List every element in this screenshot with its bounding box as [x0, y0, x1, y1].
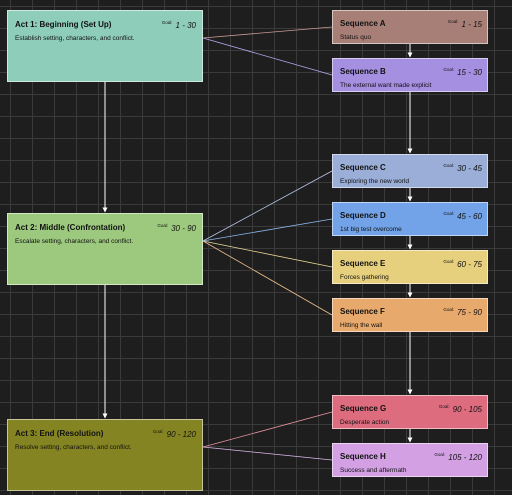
sequence-d-node[interactable]: Sequence D Goal:45 - 60 1st big test ove…	[332, 202, 488, 236]
goal-label: Goal:	[434, 452, 446, 457]
link-act2-seqC	[202, 170, 333, 242]
node-title: Sequence C	[340, 163, 386, 172]
link-act3-seqH	[202, 446, 333, 461]
node-title: Sequence G	[340, 404, 387, 413]
link-act2-seqE	[202, 240, 333, 268]
node-goal: Goal:75 - 90	[443, 307, 482, 317]
node-description: The external want made explicit	[340, 82, 432, 89]
goal-range: 105 - 120	[448, 453, 482, 462]
node-description: Establish setting, characters, and confl…	[15, 35, 135, 42]
node-description: Status quo	[340, 34, 372, 41]
node-title: Sequence B	[340, 67, 386, 76]
goal-range: 60 - 75	[457, 260, 482, 269]
sequence-g-node[interactable]: Sequence G Goal:90 - 105 Desperate actio…	[332, 395, 488, 429]
node-title: Act 3: End (Resolution)	[15, 429, 104, 438]
node-goal: Goal:90 - 120	[153, 429, 196, 439]
node-goal: Goal:15 - 30	[443, 67, 482, 77]
node-description: Success and aftermath	[340, 467, 407, 474]
node-goal: Goal:90 - 105	[439, 404, 482, 414]
act-1-node[interactable]: Act 1: Beginning (Set Up) Goal:1 - 30 Es…	[7, 10, 203, 82]
sequence-f-node[interactable]: Sequence F Goal:75 - 90 Hitting the wall	[332, 298, 488, 332]
link-act2-seqF	[202, 240, 333, 316]
act-2-node[interactable]: Act 2: Middle (Confrontation) Goal:30 - …	[7, 213, 203, 285]
goal-range: 45 - 60	[457, 212, 482, 221]
node-goal: Goal:45 - 60	[443, 211, 482, 221]
sequence-b-node[interactable]: Sequence B Goal:15 - 30 The external wan…	[332, 58, 488, 92]
node-title: Act 2: Middle (Confrontation)	[15, 223, 126, 232]
node-description: Forces gathering	[340, 274, 389, 281]
goal-label: Goal:	[443, 259, 455, 264]
node-title: Sequence D	[340, 211, 386, 220]
node-goal: Goal:30 - 90	[157, 223, 196, 233]
sequence-c-node[interactable]: Sequence C Goal:30 - 45 Exploring the ne…	[332, 154, 488, 188]
node-goal: Goal:1 - 15	[448, 19, 482, 29]
goal-range: 90 - 120	[166, 430, 196, 439]
node-title: Sequence A	[340, 19, 386, 28]
link-act1-seqA	[202, 26, 333, 39]
goal-label: Goal:	[443, 163, 455, 168]
node-description: Desperate action	[340, 419, 390, 426]
goal-label: Goal:	[443, 67, 455, 72]
node-description: Hitting the wall	[340, 322, 383, 329]
node-description: Exploring the new world	[340, 178, 410, 185]
node-goal: Goal:60 - 75	[443, 259, 482, 269]
goal-range: 1 - 15	[461, 20, 482, 29]
node-goal: Goal:105 - 120	[434, 452, 482, 462]
goal-label: Goal:	[157, 223, 169, 228]
node-description: Escalate setting, characters, and confli…	[15, 238, 134, 245]
sequence-a-node[interactable]: Sequence A Goal:1 - 15 Status quo	[332, 10, 488, 44]
goal-label: Goal:	[438, 404, 450, 409]
goal-range: 75 - 90	[457, 308, 482, 317]
node-description: Resolve setting, characters, and conflic…	[15, 444, 132, 451]
sequence-e-node[interactable]: Sequence E Goal:60 - 75 Forces gathering	[332, 250, 488, 284]
node-title: Sequence H	[340, 452, 386, 461]
node-title: Sequence E	[340, 259, 386, 268]
link-act2-seqD	[202, 218, 333, 242]
node-title: Sequence F	[340, 307, 385, 316]
sequence-h-node[interactable]: Sequence H Goal:105 - 120 Success and af…	[332, 443, 488, 477]
goal-label: Goal:	[447, 19, 459, 24]
link-act3-seqG	[202, 411, 333, 448]
goal-label: Goal:	[443, 307, 455, 312]
goal-label: Goal:	[152, 429, 164, 434]
link-act1-seqB	[202, 37, 333, 76]
goal-label: Goal:	[443, 211, 455, 216]
goal-label: Goal:	[161, 20, 173, 25]
node-goal: Goal:1 - 30	[162, 20, 196, 30]
node-title: Act 1: Beginning (Set Up)	[15, 20, 112, 29]
goal-range: 30 - 45	[457, 164, 482, 173]
goal-range: 1 - 30	[175, 21, 196, 30]
node-description: 1st big test overcome	[340, 226, 402, 233]
goal-range: 30 - 90	[171, 224, 196, 233]
node-goal: Goal:30 - 45	[443, 163, 482, 173]
goal-range: 15 - 30	[457, 68, 482, 77]
goal-range: 90 - 105	[452, 405, 482, 414]
act-3-node[interactable]: Act 3: End (Resolution) Goal:90 - 120 Re…	[7, 419, 203, 491]
